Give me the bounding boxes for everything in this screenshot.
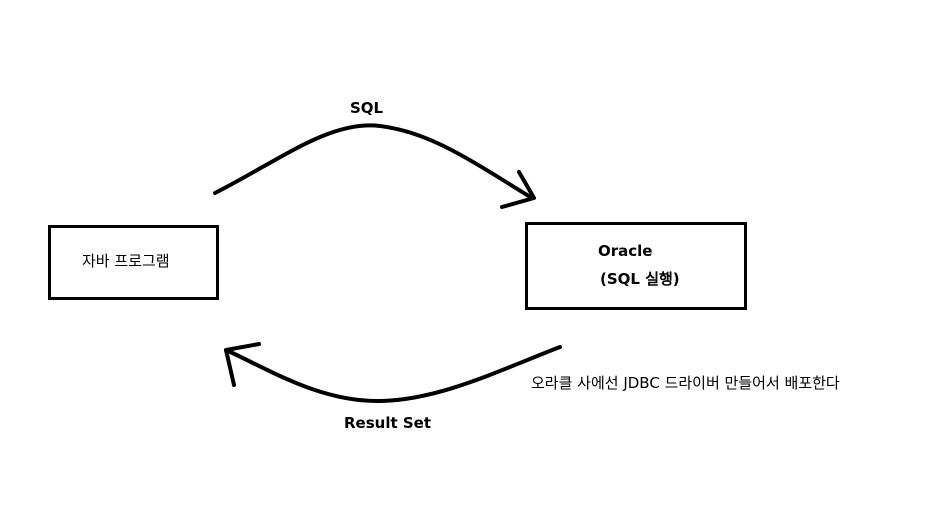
java-program-label: 자바 프로그램 <box>82 252 170 270</box>
oracle-box <box>525 222 747 310</box>
oracle-subtitle: (SQL 실행) <box>600 270 680 288</box>
jdbc-note: 오라클 사에선 JDBC 드라이버 만들어서 배포한다 <box>531 374 840 392</box>
sql-arrow-head <box>500 170 536 209</box>
oracle-title: Oracle <box>598 242 653 260</box>
sql-arrow-label: SQL <box>350 99 384 117</box>
java-program-box <box>48 225 219 300</box>
result-arrow-head <box>224 342 261 387</box>
result-set-label: Result Set <box>344 414 432 432</box>
sql-arrow-curve <box>213 123 534 200</box>
result-arrow-curve <box>224 345 562 404</box>
